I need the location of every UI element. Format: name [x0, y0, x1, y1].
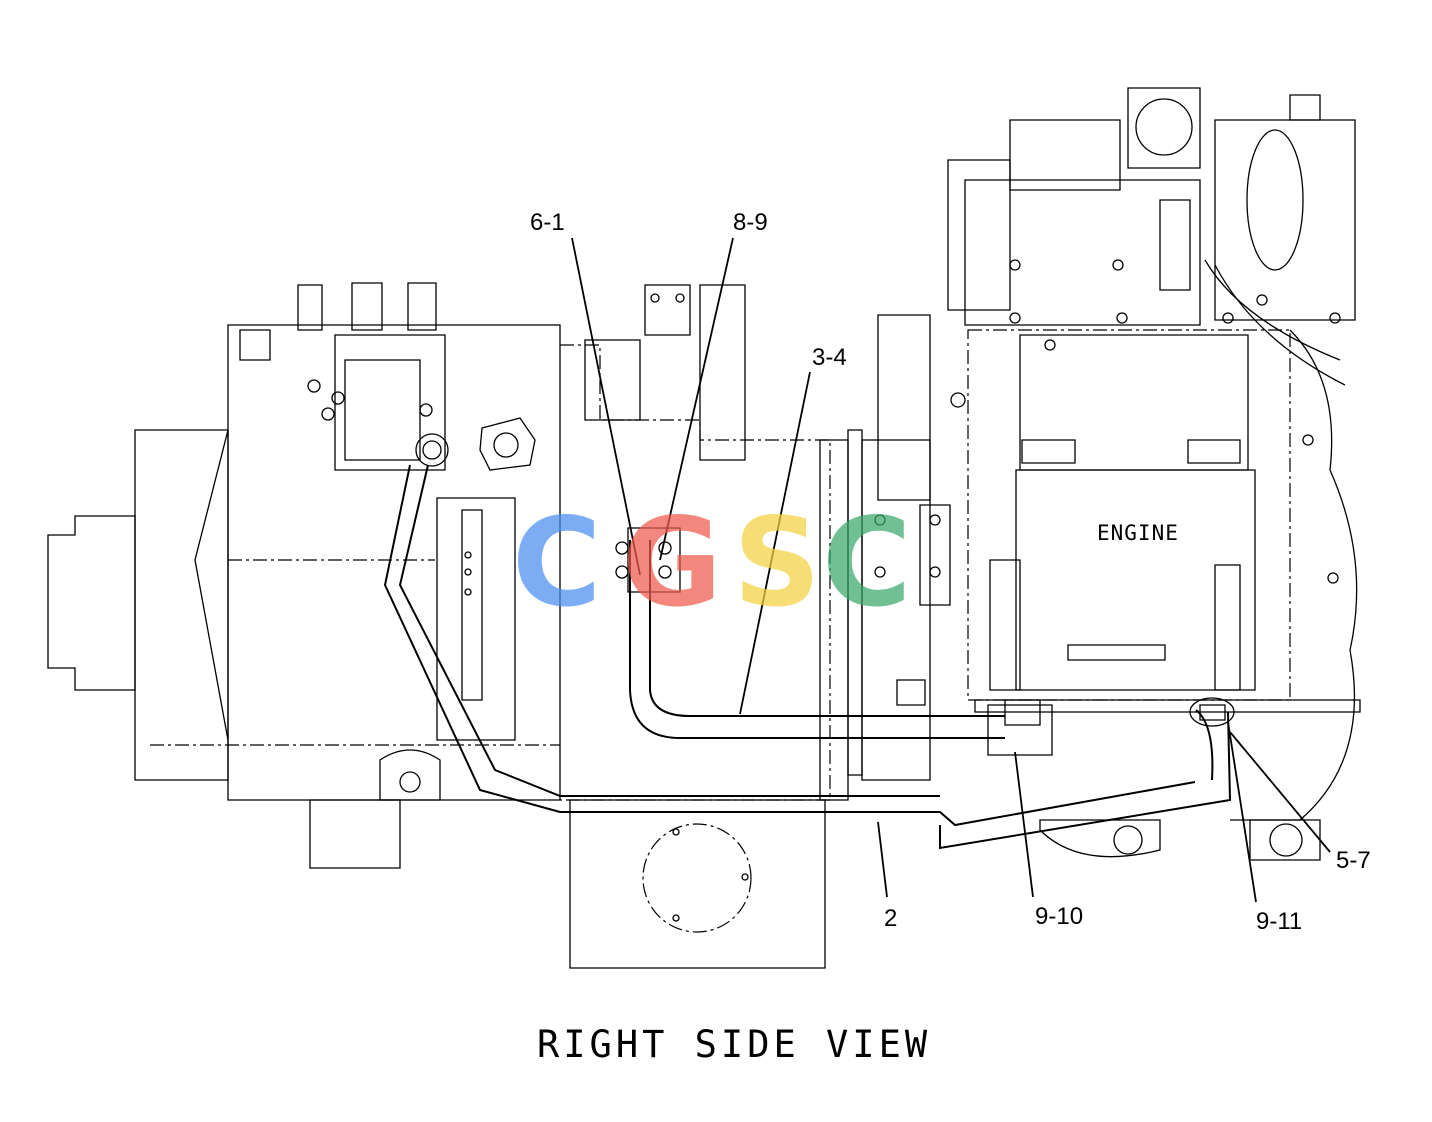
- leader-6-1: [571, 237, 641, 576]
- transmission-housing: [47, 324, 561, 869]
- center-housing: [560, 284, 831, 801]
- turbocharger: [947, 87, 1356, 386]
- leader-5-7: [1229, 731, 1331, 853]
- callout-2: 2: [884, 905, 897, 932]
- watermark: C G S C: [512, 492, 912, 634]
- leader-9-11: [1227, 721, 1257, 903]
- callout-3-4: 3-4: [812, 344, 847, 371]
- watermark-letter-4: C: [822, 492, 912, 634]
- leader-8-9: [659, 237, 734, 561]
- callout-9-11: 9-11: [1256, 908, 1302, 935]
- hose-assembly: [383, 464, 1232, 850]
- callout-6-1: 6-1: [530, 209, 565, 236]
- callout-8-9: 8-9: [733, 209, 768, 236]
- leader-2: [877, 821, 888, 898]
- fitting-9-10: [987, 699, 1053, 756]
- watermark-letter-2: G: [622, 492, 722, 634]
- watermark-letter-3: S: [733, 492, 821, 634]
- pump-flange: [479, 417, 536, 471]
- watermark-letter-1: C: [512, 492, 602, 634]
- fitting-9-11: [1189, 697, 1235, 727]
- flywheel-housing: [819, 314, 951, 801]
- leader-9-10: [1014, 751, 1034, 898]
- leader-3-4: [739, 371, 811, 715]
- view-caption: RIGHT SIDE VIEW: [537, 1023, 931, 1066]
- linkage-plate: [436, 497, 516, 741]
- callout-9-10: 9-10: [1035, 903, 1083, 930]
- mount-brackets: [1039, 819, 1321, 861]
- callout-5-7: 5-7: [1336, 847, 1371, 874]
- cover-tank: [569, 799, 826, 969]
- engine-block: [950, 329, 1361, 821]
- engine-label: ENGINE: [1097, 521, 1179, 545]
- control-valve-block: [297, 282, 449, 471]
